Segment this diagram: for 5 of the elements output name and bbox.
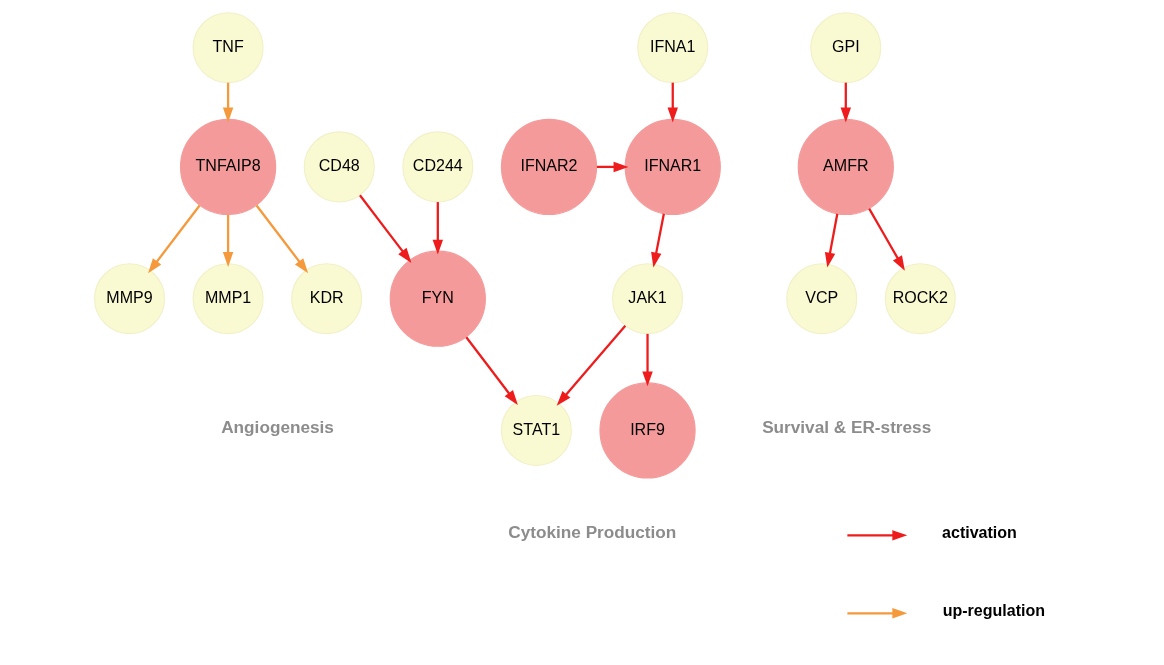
label: Cytokine Production	[507, 522, 676, 543]
legend-label: up-regulation	[942, 601, 1045, 620]
label: Angiogenesis	[220, 417, 334, 438]
label: Survival & ER-stress	[761, 417, 931, 438]
legend-label: activation	[941, 523, 1017, 542]
